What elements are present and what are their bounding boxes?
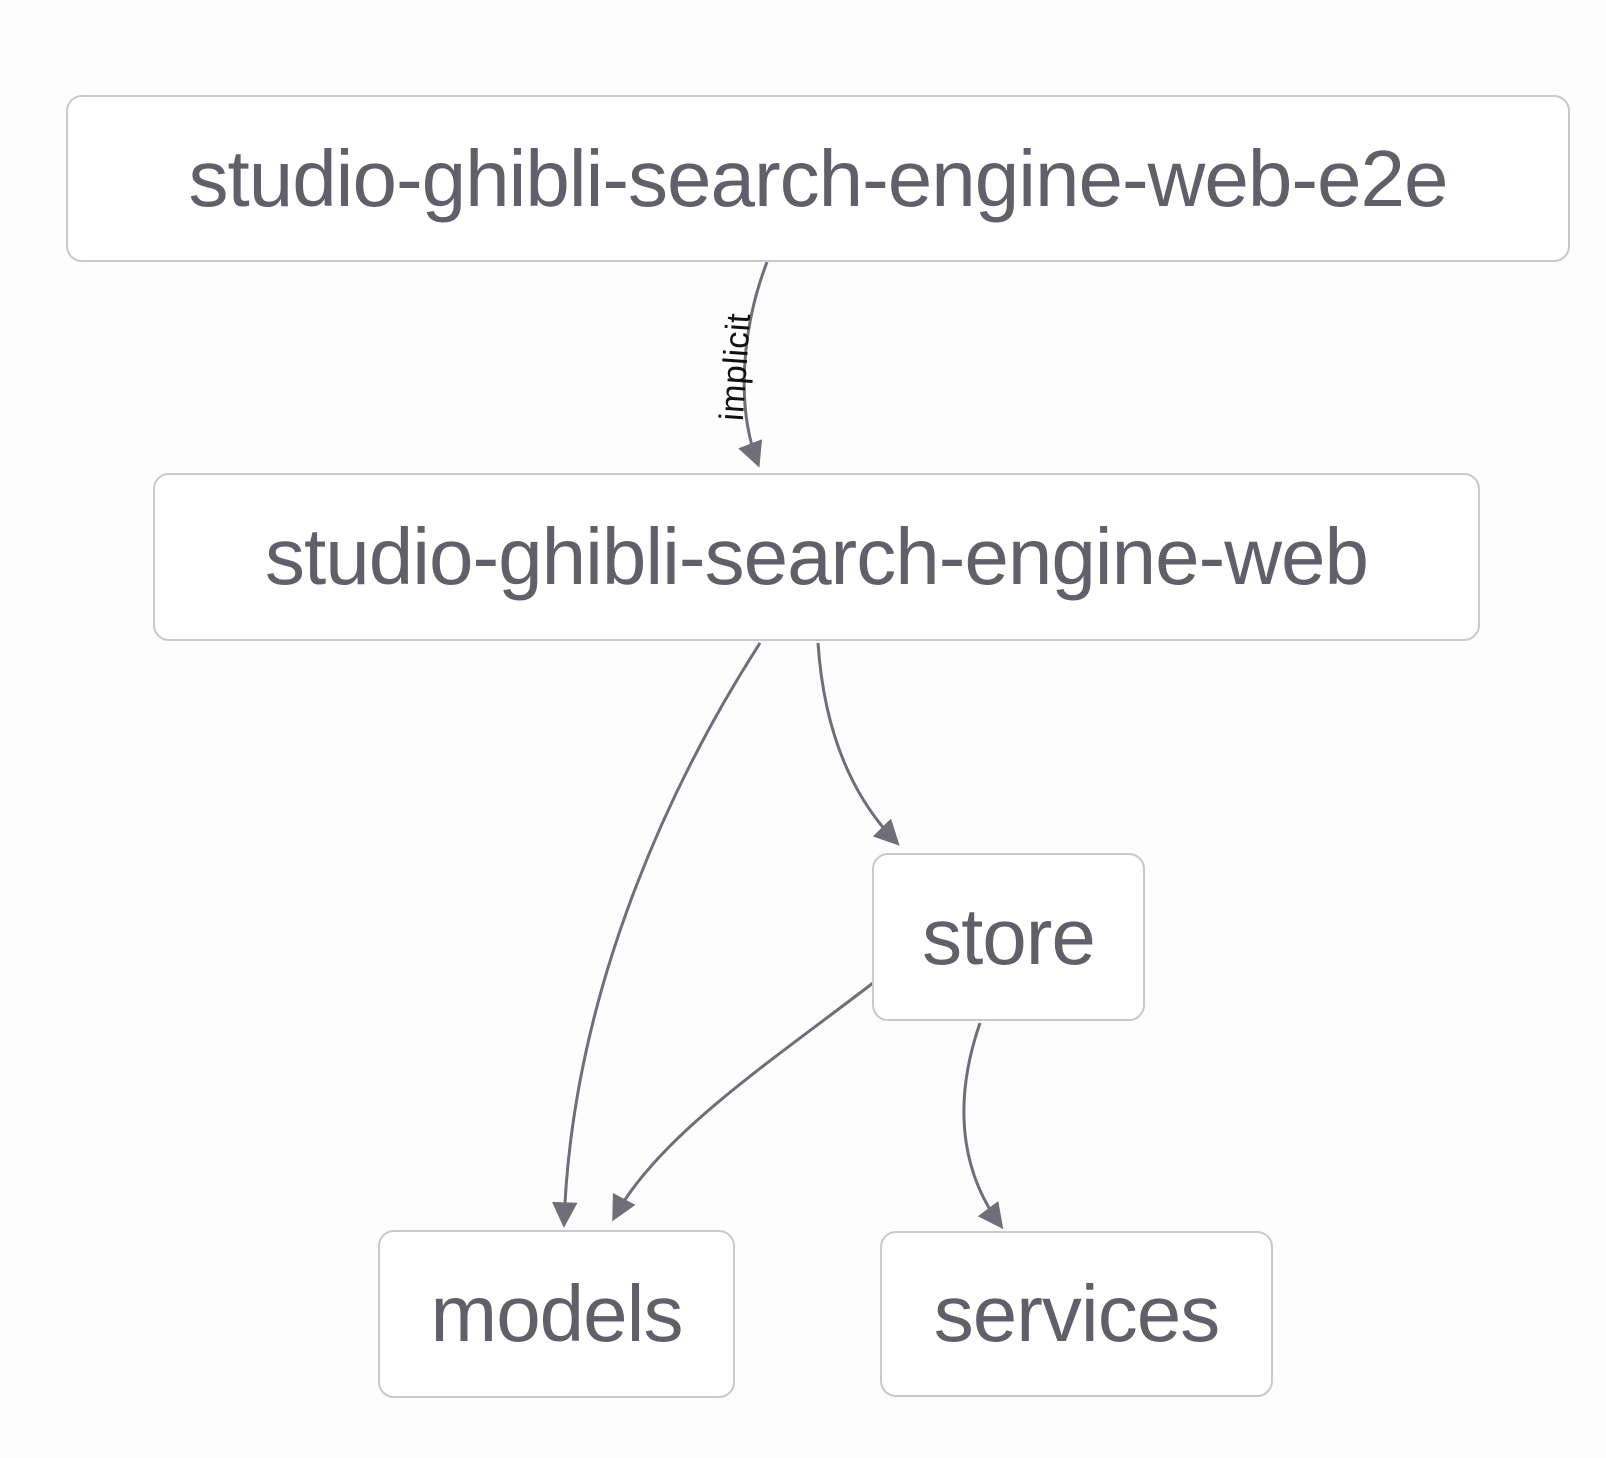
edge-store-to-models: [612, 981, 874, 1222]
node-store[interactable]: store: [872, 853, 1145, 1021]
node-label: store: [922, 892, 1096, 981]
edge-web-to-models: [552, 642, 762, 1228]
node-label: studio-ghibli-search-engine-web-e2e: [188, 133, 1448, 223]
edge-label-implicit: implicit: [712, 311, 759, 423]
node-label: models: [430, 1269, 684, 1358]
edge-e2e-to-web: [738, 261, 769, 468]
node-services[interactable]: services: [880, 1231, 1273, 1397]
node-studio-ghibli-search-engine-web[interactable]: studio-ghibli-search-engine-web: [153, 473, 1480, 641]
node-studio-ghibli-search-engine-web-e2e[interactable]: studio-ghibli-search-engine-web-e2e: [66, 95, 1570, 262]
node-label: services: [933, 1269, 1220, 1358]
edge-web-to-store: [816, 642, 900, 846]
node-label: studio-ghibli-search-engine-web: [265, 512, 1369, 601]
edge-store-to-services: [962, 1022, 1004, 1230]
node-models[interactable]: models: [378, 1230, 735, 1398]
